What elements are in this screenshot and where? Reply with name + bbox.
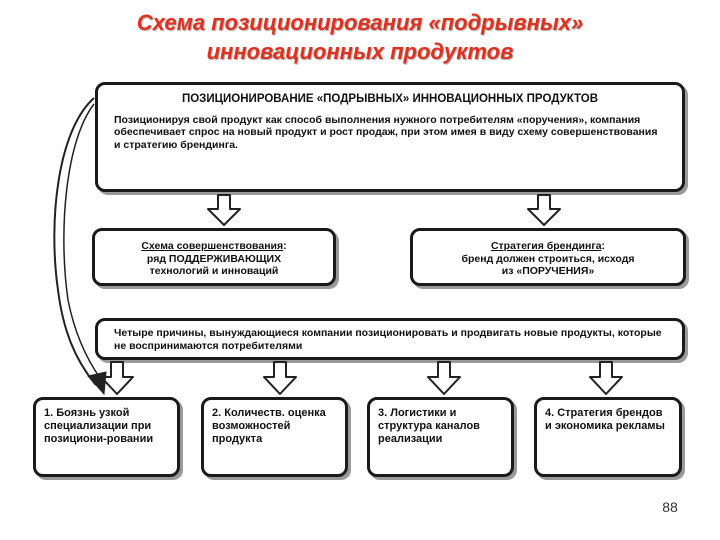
curved-arrow-icon: [53, 97, 97, 386]
reason-text-1: 1. Боязнь узкой специализации при позици…: [44, 407, 154, 445]
reason-box-1: 1. Боязнь узкой специализации при позици…: [33, 397, 180, 477]
slide-title: Схема позиционирования «подрывных» иннов…: [60, 8, 660, 66]
reason-box-3: 3. Логистики и структура каналов реализа…: [367, 397, 514, 477]
four-reasons-text: Четыре причины, вынуждающиеся компании п…: [114, 327, 662, 352]
reason-text-2: 2. Количеств. оценка возможностей продук…: [212, 407, 326, 445]
improvement-scheme-box: Схема совершенствования: ряд ПОДДЕРЖИВАЮ…: [92, 228, 336, 286]
reason-box-4: 4. Стратегия брендов и экономика рекламы: [534, 397, 682, 477]
down-arrow-icon: [100, 361, 134, 395]
positioning-box: ПОЗИЦИОНИРОВАНИЕ «ПОДРЫВНЫХ» ИННОВАЦИОНН…: [95, 82, 685, 192]
improvement-scheme-label: Схема совершенствования: [141, 240, 284, 252]
improvement-scheme-line-1: Схема совершенствования:: [103, 240, 325, 253]
slide-title-line-1: Схема позиционирования «подрывных»: [136, 10, 584, 35]
reason-text-4: 4. Стратегия брендов и экономика рекламы: [545, 407, 665, 432]
down-arrow-icon: [263, 361, 297, 395]
improvement-scheme-line-2: ряд ПОДДЕРЖИВАЮЩИХ: [146, 252, 282, 265]
branding-strategy-colon: :: [601, 240, 606, 252]
improvement-scheme-colon: :: [283, 240, 287, 252]
positioning-heading: ПОЗИЦИОНИРОВАНИЕ «ПОДРЫВНЫХ» ИННОВАЦИОНН…: [181, 93, 599, 105]
curved-arrow-icon: [63, 103, 101, 379]
branding-strategy-line-1: Стратегия брендинга:: [421, 240, 675, 253]
down-arrow-icon: [527, 194, 561, 226]
down-arrow-icon: [589, 361, 623, 395]
reason-text-3: 3. Логистики и структура каналов реализа…: [378, 407, 480, 445]
down-arrow-icon: [207, 194, 241, 226]
down-arrow-icon: [427, 361, 461, 395]
reason-box-2: 2. Количеств. оценка возможностей продук…: [201, 397, 348, 477]
curved-arrow-head-icon: [87, 371, 107, 396]
branding-strategy-line-3: из «ПОРУЧЕНИЯ»: [501, 265, 595, 277]
branding-strategy-box: Стратегия брендинга: бренд должен строит…: [410, 228, 686, 286]
slide-title-line-2: инновационных продуктов: [206, 39, 514, 64]
branding-strategy-line-2: бренд должен строиться, исходя: [461, 252, 635, 265]
positioning-text: Позиционируя свой продукт как способ вып…: [114, 113, 658, 151]
improvement-scheme-line-3: технологий и инноваций: [149, 265, 279, 277]
page-number: 88: [662, 499, 678, 515]
four-reasons-box: Четыре причины, вынуждающиеся компании п…: [95, 318, 685, 360]
branding-strategy-label: Стратегия брендинга: [490, 240, 602, 252]
